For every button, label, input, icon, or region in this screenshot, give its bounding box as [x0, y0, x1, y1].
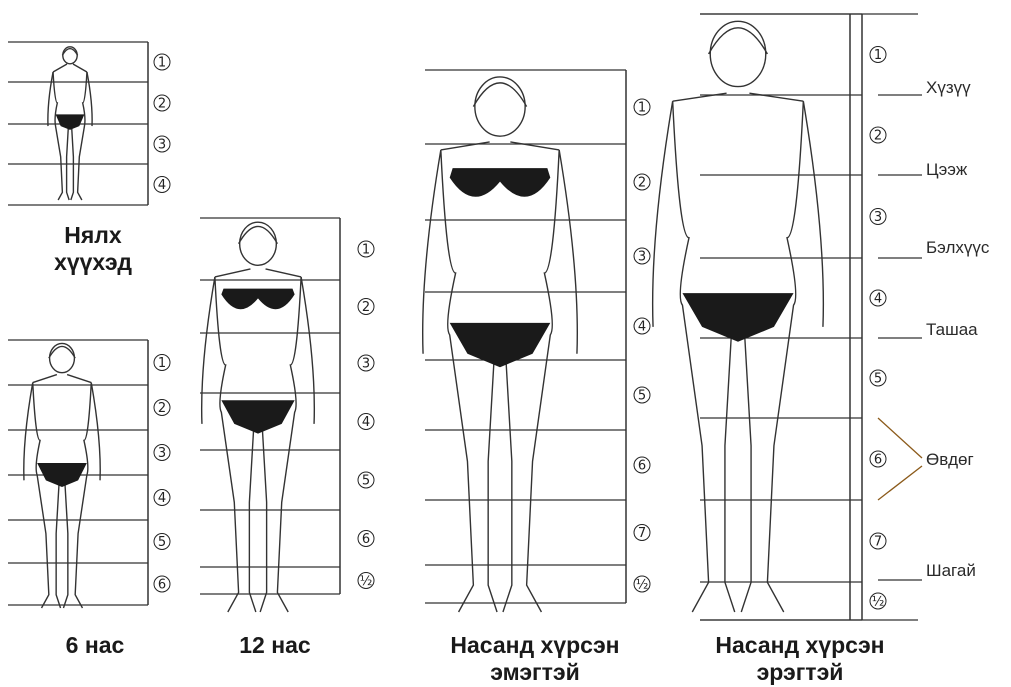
age-12-mark-1: 1 — [362, 243, 370, 258]
female-mark-2: 2 — [638, 176, 646, 191]
infant-mark-3: 3 — [158, 138, 166, 153]
female-mark-6: 6 — [638, 459, 646, 474]
caption-age-6: 6 нас — [20, 632, 170, 659]
male-mark-1: 1 — [874, 48, 882, 63]
male-mark-5: 5 — [874, 372, 882, 387]
age-12-mark-2: 2 — [362, 300, 370, 315]
pointer-knee-upper — [878, 418, 922, 458]
caption-adult-female-line-2: эмэгтэй — [415, 659, 655, 686]
infant-mark-1: 1 — [158, 56, 166, 71]
label-chest: Цээж — [926, 160, 967, 180]
label-neck: Хүзүү — [926, 78, 971, 98]
female-mark-3: 3 — [638, 250, 646, 265]
label-waist: Бэлхүүс — [926, 238, 989, 258]
age-6-mark-1: 1 — [158, 356, 166, 371]
age-12-mark-4: 4 — [362, 415, 370, 430]
female-mark-7: 7 — [638, 526, 646, 541]
age-6-mark-6: 6 — [158, 578, 166, 593]
caption-adult-male-line-2: эрэгтэй — [680, 659, 920, 686]
male-mark-6: 6 — [874, 453, 882, 468]
male-mark-3: 3 — [874, 210, 882, 225]
label-knee: Өвдөг — [926, 450, 974, 470]
age-12-mark-6: 6 — [362, 532, 370, 547]
infant-mark-2: 2 — [158, 97, 166, 112]
caption-adult-male: Насанд хүрсэн эрэгтэй — [680, 632, 920, 686]
infant-mark-4: 4 — [158, 178, 166, 193]
infant-figure — [48, 47, 92, 200]
caption-adult-female: Насанд хүрсэн эмэгтэй — [415, 632, 655, 686]
male-mark-2: 2 — [874, 129, 882, 144]
pointer-knee-lower — [878, 466, 922, 500]
female-mark-5: 5 — [638, 389, 646, 404]
age-6-mark-5: 5 — [158, 535, 166, 550]
male-mark-4: 4 — [874, 292, 882, 307]
male-mark-8: ½ — [872, 595, 885, 610]
male-figure — [653, 21, 824, 612]
age-12-mark-7: ½ — [360, 574, 373, 589]
age-6-mark-2: 2 — [158, 401, 166, 416]
age-6-figure — [24, 343, 100, 608]
female-mark-4: 4 — [638, 320, 646, 335]
caption-age-12: 12 нас — [200, 632, 350, 659]
caption-age-6-line-1: 6 нас — [20, 632, 170, 659]
age-6-mark-4: 4 — [158, 491, 166, 506]
caption-infant-line-1: Нялх — [18, 222, 168, 249]
female-figure — [423, 77, 578, 612]
age-12-mark-3: 3 — [362, 357, 370, 372]
age-12-mark-5: 5 — [362, 474, 370, 489]
age-12-figure — [202, 222, 315, 612]
age-6-mark-3: 3 — [158, 446, 166, 461]
caption-adult-male-line-1: Насанд хүрсэн — [680, 632, 920, 659]
male-mark-7: 7 — [874, 535, 882, 550]
female-mark-8: ½ — [636, 578, 649, 593]
caption-age-12-line-1: 12 нас — [200, 632, 350, 659]
label-ankle: Шагай — [926, 561, 976, 581]
caption-infant: Нялх хүүхэд — [18, 222, 168, 276]
label-hip: Ташаа — [926, 320, 978, 340]
caption-infant-line-2: хүүхэд — [18, 249, 168, 276]
caption-adult-female-line-1: Насанд хүрсэн — [415, 632, 655, 659]
female-mark-1: 1 — [638, 101, 646, 116]
